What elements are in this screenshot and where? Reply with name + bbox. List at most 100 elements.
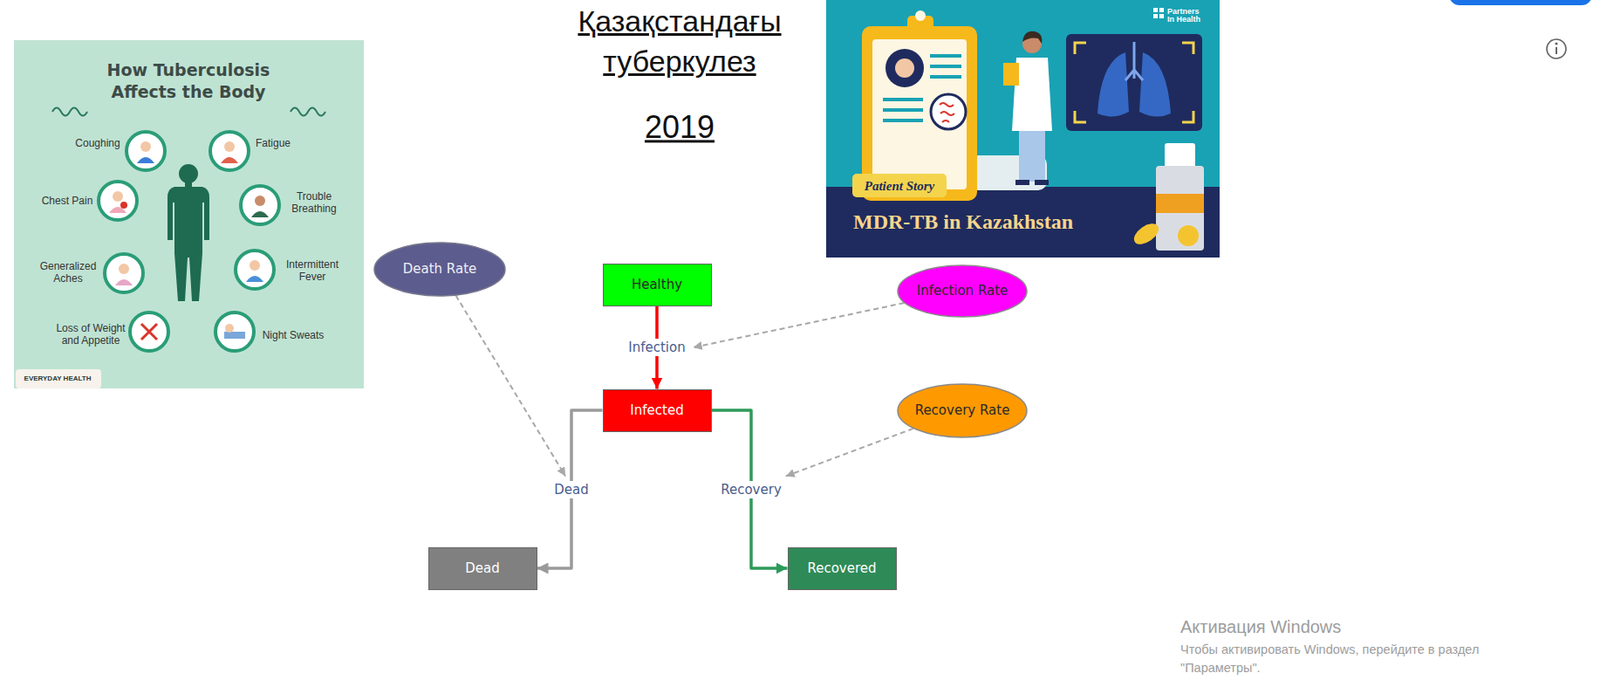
symptom-icon	[136, 157, 155, 164]
poster-title: MDR-TB in Kazakhstan	[853, 209, 1074, 235]
symptom-icon	[246, 275, 264, 282]
symptom-icon	[254, 195, 266, 206]
symptom-icon	[249, 259, 260, 271]
symptom-label: Intermittent Fever	[280, 259, 345, 284]
mdr-tb-poster	[929, 54, 962, 58]
brand-label: Partners In Health	[1167, 7, 1208, 25]
node-label: Dead	[464, 560, 500, 577]
symptom-icon	[118, 263, 130, 274]
infographic-title: How Tuberculosis Affects the Body	[83, 59, 294, 103]
symptom-icon	[224, 331, 246, 339]
tb-infographic	[290, 108, 326, 117]
mdr-tb-poster	[939, 102, 955, 123]
mdr-tb-poster	[1066, 34, 1203, 131]
tb-infographic	[13, 40, 364, 389]
ellipse-shape	[374, 242, 506, 296]
node-label: Infected	[629, 402, 684, 419]
mdr-tb-poster	[929, 64, 962, 69]
page-title: Қазақстандағы туберкулез	[540, 0, 820, 82]
info-icon	[1554, 41, 1558, 45]
symptom-label: Generalized Aches	[35, 260, 101, 286]
stock-box: Healthy	[602, 263, 712, 307]
rate-ellipse: Recovery Rate	[896, 382, 1028, 438]
symptom-label: Night Sweats	[262, 328, 325, 342]
symptom-label: Coughing	[75, 136, 120, 150]
rate-link	[456, 295, 567, 477]
mdr-tb-poster	[1125, 41, 1143, 81]
symptom-label: Chest Pain	[41, 194, 94, 207]
symptom-icon	[235, 250, 274, 289]
watermark: Активация Windows	[1180, 615, 1341, 637]
symptom-icon	[141, 323, 158, 340]
ellipse-shape	[897, 383, 1027, 438]
body-silhouette	[167, 186, 210, 301]
ellipse-shape	[897, 265, 1027, 317]
mdr-tb-poster	[1155, 165, 1204, 251]
flow-arrow	[711, 410, 788, 568]
symptom-icon	[140, 141, 151, 152]
symptom-icon	[98, 181, 137, 220]
tb-infographic	[13, 40, 364, 389]
rate-link	[693, 302, 905, 348]
mdr-tb-poster	[872, 39, 967, 190]
info-icon	[1546, 39, 1566, 59]
node-label: Infection Rate	[916, 282, 1009, 300]
flow-label: Dead	[551, 480, 592, 499]
mdr-tb-poster	[895, 58, 915, 78]
watermark: Чтобы активировать Windows, перейдите в …	[1180, 642, 1479, 657]
symptom-icon	[240, 185, 280, 225]
rate-ellipse: Infection Rate	[896, 264, 1028, 318]
stock-box: Recovered	[787, 547, 897, 590]
rate-ellipse: Death Rate	[373, 241, 506, 297]
tb-infographic	[15, 369, 102, 389]
mdr-tb-poster	[1015, 179, 1030, 185]
tb-infographic	[52, 108, 88, 117]
symptom-icon	[240, 185, 280, 225]
symptom-icon	[112, 191, 124, 202]
symptom-icon	[215, 312, 254, 351]
info-icon	[1546, 39, 1566, 59]
mdr-tb-poster	[885, 48, 924, 88]
mdr-tb-poster	[1159, 13, 1164, 19]
symptom-icon	[104, 253, 144, 293]
corner-button	[1449, 0, 1593, 6]
mdr-tb-poster	[882, 118, 924, 123]
symptom-icon	[104, 253, 144, 293]
mdr-tb-poster	[882, 97, 924, 102]
node-label: Recovered	[806, 560, 876, 577]
symptom-icon	[251, 211, 269, 218]
flow-label: Recovery	[717, 480, 785, 499]
symptom-icon	[225, 323, 234, 333]
brand-label: EVERYDAY HEALTH	[24, 374, 92, 383]
stock-box: Dead	[428, 547, 538, 590]
node-label: Healthy	[631, 276, 683, 294]
mdr-tb-poster	[1003, 62, 1019, 86]
body-silhouette	[178, 164, 199, 184]
symptom-icon	[126, 131, 165, 171]
tag-label: Patient Story	[864, 177, 935, 194]
symptom-icon	[126, 131, 165, 171]
mdr-tb-poster	[1177, 225, 1199, 247]
mdr-tb-poster	[1130, 218, 1163, 248]
mdr-tb-poster	[1018, 130, 1046, 182]
mdr-tb-poster	[929, 75, 962, 79]
flow-label: Infection	[625, 338, 688, 356]
symptom-label: Loss of Weight and Appetite	[54, 322, 128, 348]
mdr-tb-poster	[1155, 193, 1204, 213]
node-label: Recovery Rate	[915, 402, 1011, 419]
mdr-tb-poster	[826, 0, 1220, 258]
mdr-tb-poster	[1074, 42, 1194, 123]
mdr-tb-poster	[1139, 52, 1171, 117]
flow-arrow	[537, 410, 603, 568]
symptom-icon	[235, 250, 274, 289]
symptom-icon	[129, 312, 169, 351]
mdr-tb-poster	[930, 94, 966, 130]
symptom-icon	[98, 181, 137, 220]
symptom-label: Fatigue	[255, 136, 291, 150]
symptom-icon	[210, 131, 249, 171]
mdr-tb-poster	[826, 0, 1220, 258]
mdr-tb-poster	[852, 173, 947, 198]
watermark: "Параметры".	[1180, 660, 1261, 676]
mdr-tb-poster	[882, 108, 924, 112]
mdr-tb-poster	[1022, 31, 1042, 44]
